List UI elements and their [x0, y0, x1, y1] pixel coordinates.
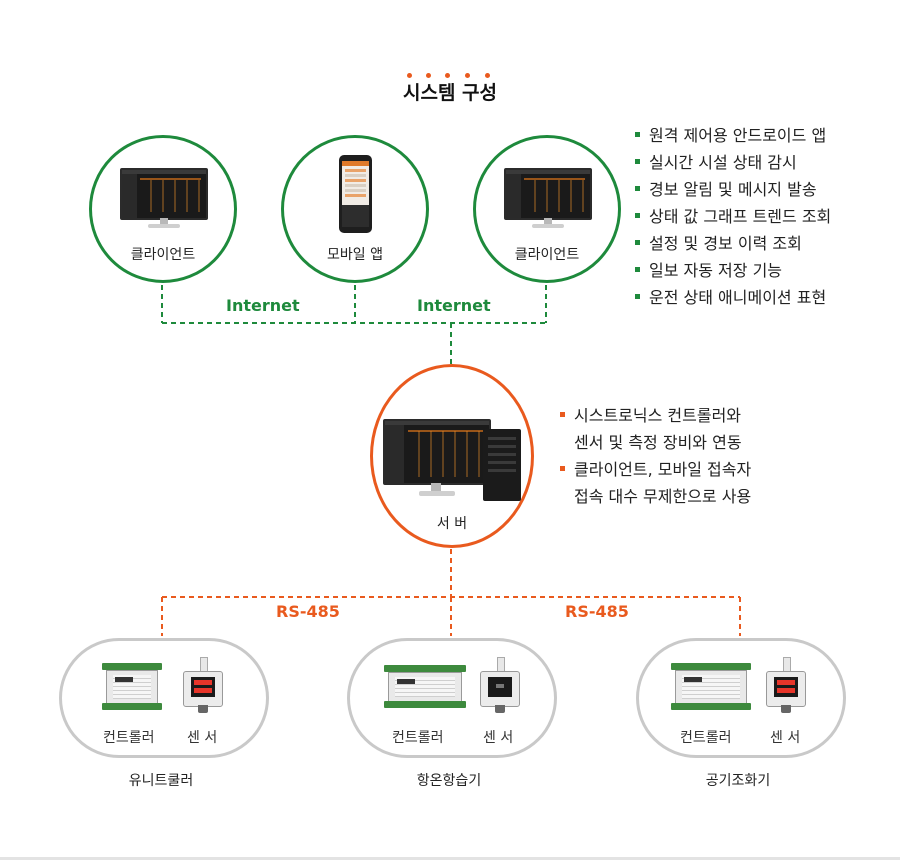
client-label: 클라이언트 — [514, 247, 580, 263]
rs485-label: RS-485 — [565, 602, 629, 621]
smartphone-icon — [339, 155, 372, 233]
mobile-node: 모바일 앱 — [281, 135, 429, 283]
controller-label: 컨트롤러 — [103, 730, 155, 746]
device-name: 항온항습기 — [416, 773, 482, 789]
client-node: 클라이언트 — [473, 135, 621, 283]
feature-item: 상태 값 그래프 트렌드 조회 — [635, 203, 831, 230]
title-dot — [445, 73, 450, 78]
title-dot — [465, 73, 470, 78]
rs485-label: RS-485 — [276, 602, 340, 621]
device-name: 유니트쿨러 — [128, 773, 194, 789]
internet-label: Internet — [417, 296, 491, 315]
internet-label: Internet — [226, 296, 300, 315]
feature-item: 설정 및 경보 이력 조회 — [635, 230, 831, 257]
monitor-icon — [504, 168, 592, 230]
monitor-icon — [383, 419, 491, 499]
device-group: 컨트롤러 센 서 — [59, 638, 269, 758]
device-group: 컨트롤러 센 서 — [636, 638, 846, 758]
feature-item: 클라이언트, 모바일 접속자 — [560, 456, 751, 483]
title-dot — [426, 73, 431, 78]
sensor-icon — [766, 657, 806, 715]
device-name: 공기조화기 — [705, 773, 771, 789]
feature-item: 운전 상태 애니메이션 표현 — [635, 284, 831, 311]
monitor-icon — [120, 168, 208, 230]
feature-item: 경보 알림 및 메시지 발송 — [635, 176, 831, 203]
feature-item: 실시간 시설 상태 감시 — [635, 149, 831, 176]
controller-label: 컨트롤러 — [680, 730, 732, 746]
sensor-label: 센 서 — [770, 730, 801, 746]
sensor-label: 센 서 — [483, 730, 514, 746]
page-title: 시스템 구성 — [402, 82, 497, 104]
mobile-label: 모바일 앱 — [327, 247, 383, 263]
feature-item-continued: 접속 대수 무제한으로 사용 — [574, 487, 752, 506]
sensor-icon — [183, 657, 223, 715]
controller-icon — [384, 665, 466, 709]
client-label: 클라이언트 — [130, 247, 196, 263]
title-dot — [485, 73, 490, 78]
feature-item: 시스트로닉스 컨트롤러와 — [560, 402, 751, 429]
feature-item: 일보 자동 저장 기능 — [635, 257, 831, 284]
client-feature-list: 원격 제어용 안드로이드 앱 실시간 시설 상태 감시 경보 알림 및 메시지 … — [635, 122, 831, 311]
controller-icon — [102, 663, 162, 711]
server-feature-list: 시스트로닉스 컨트롤러와 센서 및 측정 장비와 연동 클라이언트, 모바일 접… — [560, 402, 751, 510]
client-node: 클라이언트 — [89, 135, 237, 283]
title-dot — [407, 73, 412, 78]
bottom-divider — [0, 857, 900, 860]
sensor-icon — [480, 657, 520, 715]
server-node: 서 버 — [370, 364, 534, 548]
device-group: 컨트롤러 센 서 — [347, 638, 557, 758]
feature-item: 원격 제어용 안드로이드 앱 — [635, 122, 831, 149]
controller-label: 컨트롤러 — [392, 730, 444, 746]
sensor-label: 센 서 — [187, 730, 218, 746]
controller-icon — [671, 663, 751, 711]
server-tower-icon — [483, 429, 521, 501]
server-label: 서 버 — [436, 516, 468, 532]
feature-item-continued: 센서 및 측정 장비와 연동 — [574, 433, 742, 452]
